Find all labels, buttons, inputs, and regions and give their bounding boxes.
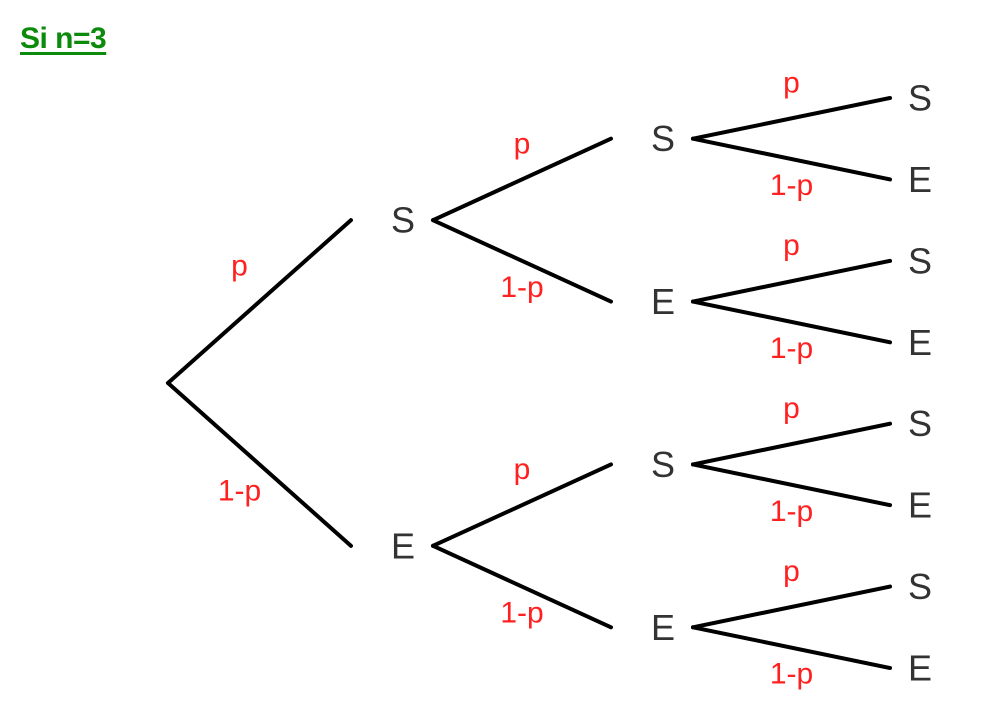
probability-label: 1-p — [218, 474, 261, 507]
branch-edge-11 — [431, 543, 613, 630]
node-n-1-0-1-e: E — [908, 485, 932, 526]
node-n-1-1-0-s: S — [908, 566, 932, 607]
branch-edge-7 — [166, 381, 353, 548]
probability-label: p — [514, 453, 531, 486]
probability-label: 1-p — [770, 169, 813, 202]
branch-edge-10 — [691, 462, 892, 508]
probability-label: p — [783, 555, 800, 588]
node-n-0-1-1-e: E — [908, 322, 932, 363]
probability-label: 1-p — [500, 271, 543, 304]
probability-label: 1-p — [770, 658, 813, 691]
node-n-0-s: S — [391, 200, 415, 241]
edges-layer — [166, 96, 892, 670]
branch-edge-6 — [691, 299, 892, 345]
branch-edge-13 — [691, 625, 892, 670]
branch-edge-3 — [691, 136, 892, 182]
node-n-0-1-e: E — [651, 281, 675, 322]
branch-edge-5 — [691, 258, 892, 304]
probability-label: 1-p — [770, 332, 813, 365]
branch-edge-12 — [691, 584, 892, 630]
node-n-0-0-0-s: S — [908, 78, 932, 119]
node-n-1-1-1-e: E — [908, 648, 932, 689]
branch-edge-8 — [431, 462, 613, 548]
node-n-0-0-1-e: E — [908, 159, 932, 200]
branch-edge-2 — [691, 96, 892, 141]
probability-label: 1-p — [500, 597, 543, 630]
branch-edge-1 — [431, 136, 613, 223]
probability-label: p — [783, 392, 800, 425]
probability-label: p — [231, 250, 248, 283]
branch-edge-9 — [691, 421, 892, 467]
probability-label: p — [783, 229, 800, 262]
node-n-1-e: E — [391, 525, 415, 566]
diagram-title: Si n=3 — [20, 22, 107, 55]
node-n-0-0-s: S — [651, 118, 675, 159]
node-n-1-0-0-s: S — [908, 403, 932, 444]
probability-label: p — [783, 66, 800, 99]
node-n-1-1-e: E — [651, 607, 675, 648]
branch-edge-0 — [166, 218, 353, 385]
probability-label: p — [514, 127, 531, 160]
node-n-0-1-0-s: S — [908, 240, 932, 281]
probability-label: 1-p — [770, 495, 813, 528]
branch-edge-4 — [431, 218, 613, 304]
node-n-1-0-s: S — [651, 444, 675, 485]
